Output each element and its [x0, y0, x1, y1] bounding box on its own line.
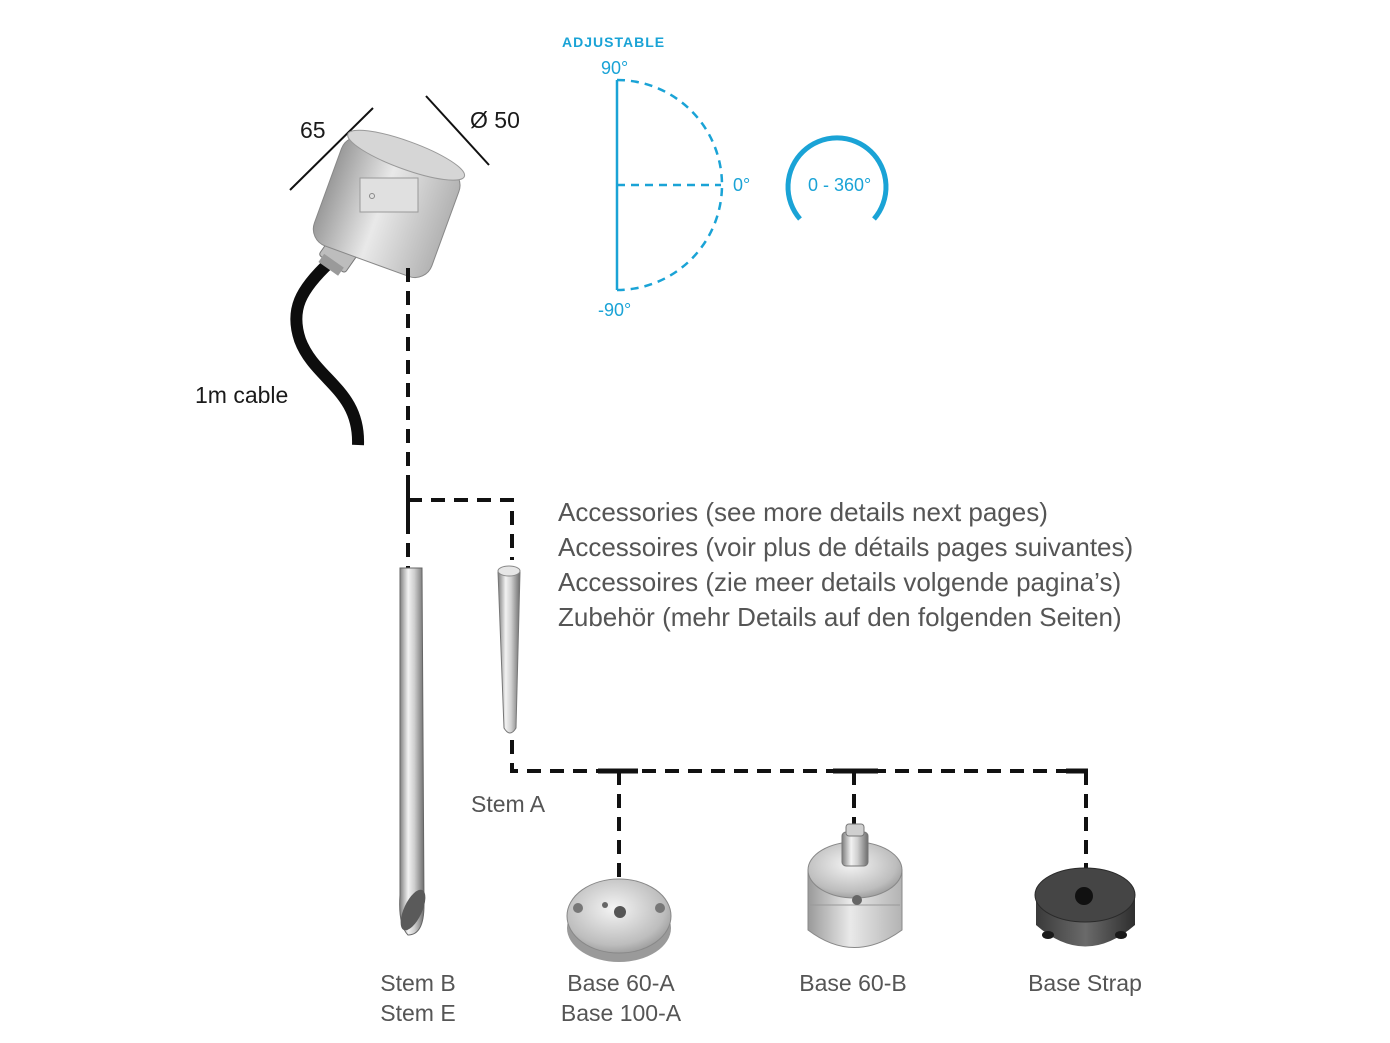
base-60a-label: Base 60-A: [567, 970, 675, 996]
spotlight-product: [289, 95, 490, 446]
base-60b-label: Base 60-B: [799, 970, 906, 996]
stem-b-label: Stem B: [380, 970, 455, 996]
tilt-angle-indicator: [615, 78, 724, 292]
base-strap-image: [1034, 867, 1136, 947]
dimension-length-label: 65: [300, 117, 326, 143]
angle-label-0: 0°: [733, 175, 750, 195]
base-60b-image: [807, 823, 903, 948]
stem-a-label: Stem A: [471, 791, 546, 817]
base-strap-label: Base Strap: [1028, 970, 1142, 996]
base-60a-image: [566, 878, 672, 962]
accessories-text-fr: Accessoires (voir plus de détails pages …: [558, 532, 1133, 562]
adjustable-title: ADJUSTABLE: [562, 34, 665, 50]
stem-a-image: [497, 565, 521, 734]
dimension-line-diameter: [425, 95, 490, 166]
stem-b-image: [399, 567, 426, 936]
rotation-label: 0 - 360°: [808, 175, 871, 195]
dimension-diameter-label: Ø 50: [470, 107, 520, 133]
base-100a-label: Base 100-A: [561, 1000, 682, 1026]
cable: [290, 257, 365, 446]
screw-dot: [369, 193, 375, 199]
accessories-text-en: Accessories (see more details next pages…: [558, 497, 1048, 527]
accessories-text-nl: Accessoires (zie meer details volgende p…: [558, 567, 1121, 597]
dimension-line-length: [289, 107, 374, 191]
cable-label: 1m cable: [195, 382, 288, 408]
angle-label-minus-90: -90°: [598, 300, 631, 320]
rotation-arc-icon: [785, 135, 889, 221]
accessories-text-de: Zubehör (mehr Details auf den folgenden …: [558, 602, 1122, 632]
stem-e-label: Stem E: [380, 1000, 455, 1026]
angle-label-90: 90°: [601, 58, 628, 78]
spotlight-label-plate: [359, 177, 419, 213]
